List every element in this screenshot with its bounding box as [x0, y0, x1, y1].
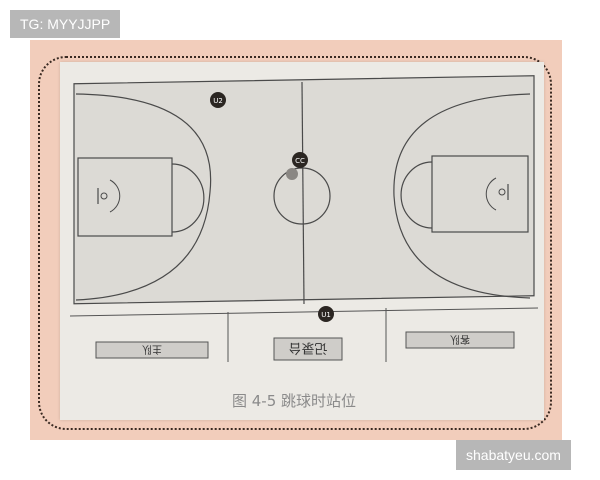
home-table: 主队: [95, 341, 209, 359]
away-table-label: 客队: [450, 333, 470, 346]
left-hoop: [100, 192, 108, 200]
watermark-bottom: shabatyeu.com: [456, 440, 571, 470]
figure-caption: 图 4-5 跳球时站位: [232, 392, 356, 410]
player-u2: U2: [210, 92, 226, 108]
player-u2-label: U2: [213, 97, 223, 105]
scorer-table-label: 记录台: [288, 340, 327, 355]
left-free-throw-arc: [171, 163, 205, 233]
player-u1: U1: [318, 306, 334, 322]
right-restricted-arc: [485, 177, 497, 211]
jump-ball-marker: [286, 168, 298, 180]
dotted-border: [38, 56, 552, 430]
home-table-label: 主队: [142, 343, 162, 356]
half-court-line: [301, 81, 305, 305]
watermark-top: TG: MYYJJPP: [10, 10, 121, 38]
left-key: [77, 157, 173, 237]
scorer-area-line: [69, 307, 539, 317]
right-key: [431, 155, 529, 233]
court-photo: 主队 记录台 客队 U2 CC U1 图 4-5 跳球时站位: [60, 62, 544, 420]
left-three-point-arc: [75, 93, 212, 301]
center-circle: [273, 167, 331, 225]
player-u1-label: U1: [321, 311, 331, 319]
away-table: 客队: [405, 331, 515, 349]
player-cc: CC: [292, 152, 308, 168]
scorer-table: 记录台: [273, 337, 343, 361]
left-restricted-arc: [109, 179, 121, 213]
right-free-throw-arc: [400, 161, 433, 229]
player-cc-label: CC: [295, 157, 305, 165]
right-hoop: [498, 188, 506, 196]
right-three-point-arc: [393, 93, 531, 299]
court-diagram: 主队 记录台 客队 U2 CC U1 图 4-5 跳球时站位: [69, 75, 539, 410]
